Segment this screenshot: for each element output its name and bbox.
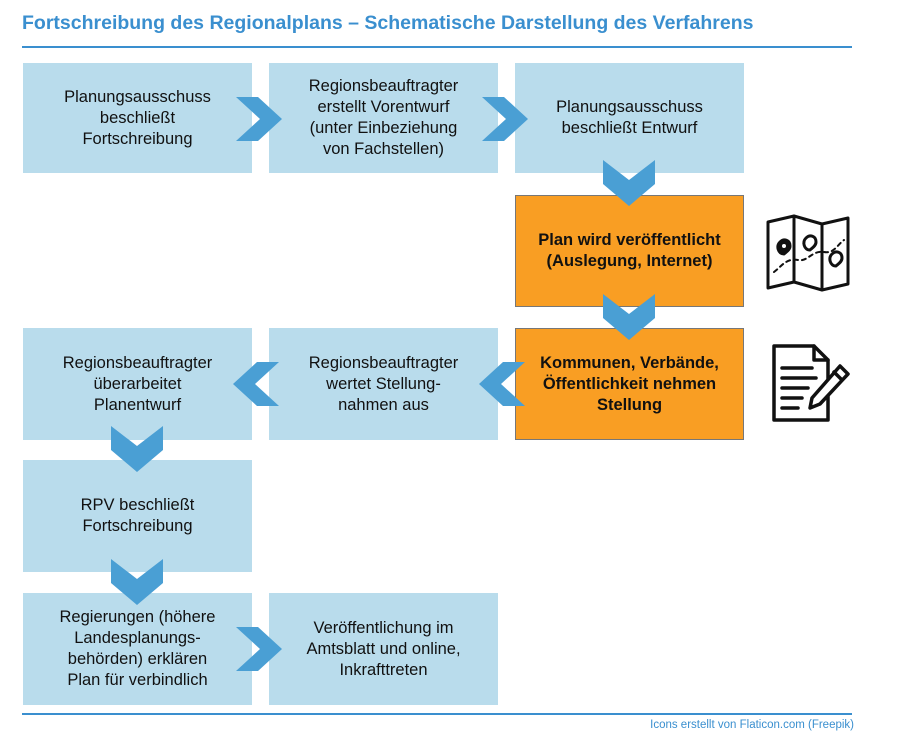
chevron-down-icon bbox=[111, 559, 163, 605]
step-2-label: Regionsbeauftragter erstellt Vorentwurf … bbox=[308, 77, 459, 158]
step-6: Regionsbeauftragter wertet Stellung- nah… bbox=[269, 328, 498, 440]
document-pen-icon bbox=[768, 342, 856, 431]
step-7: Regionsbeauftragter überarbeitet Planent… bbox=[23, 328, 252, 440]
step-8-label: RPV beschließt Fortschreibung bbox=[80, 496, 195, 535]
step-5-highlight: Kommunen, Verbände, Öffentlichkeit nehme… bbox=[515, 328, 744, 440]
step-3: Planungsausschuss beschließt Entwurf bbox=[515, 63, 744, 173]
step-4-label: Plan wird veröffentlicht (Auslegung, Int… bbox=[538, 231, 721, 270]
step-10-label: Veröffentlichung im Amtsblatt und online… bbox=[306, 618, 461, 679]
footer-rule bbox=[22, 713, 852, 715]
chevron-down-icon bbox=[603, 294, 655, 340]
step-10: Veröffentlichung im Amtsblatt und online… bbox=[269, 593, 498, 705]
step-7-label: Regionsbeauftragter überarbeitet Planent… bbox=[62, 353, 213, 414]
step-1-label: Planungsausschuss beschließt Fortschreib… bbox=[64, 87, 211, 148]
chevron-left-icon bbox=[231, 362, 279, 406]
step-4-highlight: Plan wird veröffentlicht (Auslegung, Int… bbox=[515, 195, 744, 307]
chevron-right-icon bbox=[236, 627, 284, 671]
chevron-left-icon bbox=[477, 362, 525, 406]
chevron-right-icon bbox=[482, 97, 530, 141]
step-1: Planungsausschuss beschließt Fortschreib… bbox=[23, 63, 252, 173]
map-icon bbox=[764, 214, 852, 297]
page-title: Fortschreibung des Regionalplans – Schem… bbox=[22, 12, 754, 34]
step-9-label: Regierungen (höhere Landesplanungs- behö… bbox=[59, 608, 216, 689]
step-8: RPV beschließt Fortschreibung bbox=[23, 460, 252, 572]
chevron-right-icon bbox=[236, 97, 284, 141]
step-9: Regierungen (höhere Landesplanungs- behö… bbox=[23, 593, 252, 705]
icon-credit: Icons erstellt von Flaticon.com (Freepik… bbox=[650, 719, 854, 731]
step-3-label: Planungsausschuss beschließt Entwurf bbox=[556, 98, 703, 137]
chevron-down-icon bbox=[603, 160, 655, 206]
step-5-label: Kommunen, Verbände, Öffentlichkeit nehme… bbox=[540, 353, 719, 414]
title-underline bbox=[22, 46, 852, 48]
step-6-label: Regionsbeauftragter wertet Stellung- nah… bbox=[308, 353, 459, 414]
chevron-down-icon bbox=[111, 426, 163, 472]
step-2: Regionsbeauftragter erstellt Vorentwurf … bbox=[269, 63, 498, 173]
